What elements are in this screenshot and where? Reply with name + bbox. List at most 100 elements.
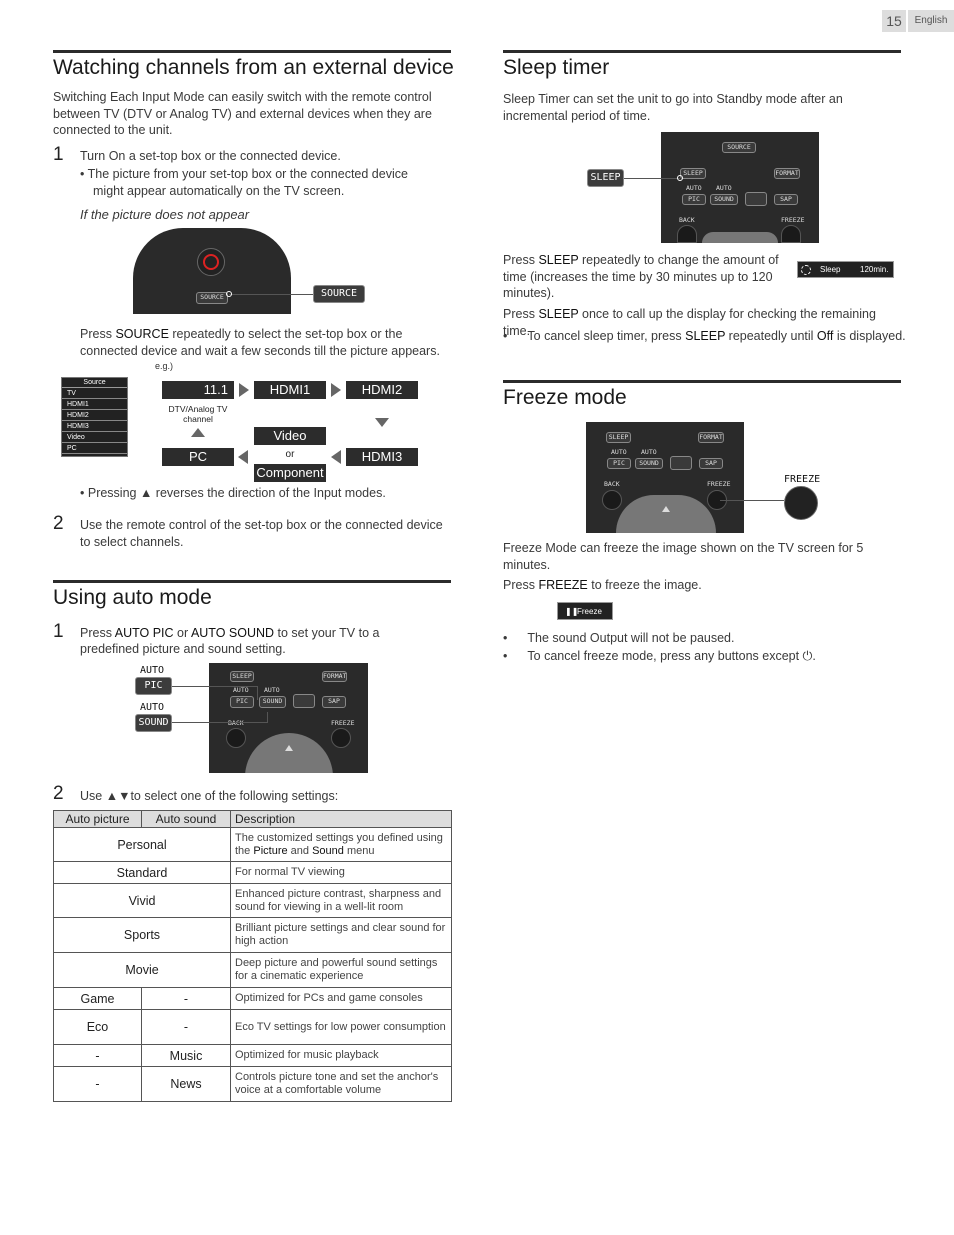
sound-callout: SOUND (135, 714, 172, 732)
remote-freeze-button (781, 225, 801, 243)
flow-component: Component (254, 464, 326, 482)
remote-pic-button: PIC (230, 696, 254, 708)
description-cell: The customized settings you defined usin… (230, 827, 452, 862)
remote-auto-label: AUTO (641, 448, 657, 456)
pause-icon: ❚❚ (565, 607, 579, 616)
description-text: and (287, 844, 313, 857)
flow-arrow (191, 428, 205, 437)
remote-format-button: FORMAT (774, 168, 800, 179)
callout-line (172, 722, 267, 723)
remote-auto-label: AUTO (233, 686, 249, 694)
auto-picture-cell: - (53, 1044, 142, 1067)
step1-bullet-cont: might appear automatically on the TV scr… (93, 184, 345, 198)
flow-or: or (285, 449, 295, 460)
auto-picture-cell: Eco (53, 1009, 142, 1045)
remote-sound-button: SOUND (710, 194, 738, 205)
source-menu-item: PC (62, 443, 127, 454)
press-source-text: Press SOURCE repeatedly to select the se… (80, 327, 403, 341)
sleep-osd: Sleep 120min. (797, 261, 894, 278)
remote-sap-button: SAP (322, 696, 346, 708)
remote-blank-button (670, 456, 692, 470)
key-auto-sound: AUTO SOUND (190, 626, 275, 640)
remote-sleep-button: SLEEP (230, 671, 254, 682)
key-sleep: SLEEP (538, 253, 579, 267)
table-header: Auto picture (53, 810, 142, 828)
freeze-bullet: •The sound Output will not be paused. (503, 631, 735, 645)
description-cell: For normal TV viewing (230, 861, 452, 884)
dpad-up-icon (285, 745, 293, 751)
key-auto-pic: AUTO PIC (114, 626, 174, 640)
power-icon (203, 254, 219, 270)
auto-step1-text-2: predefined picture and sound setting. (80, 642, 286, 656)
flow-arrow (331, 383, 341, 397)
eg-label: e.g.) (155, 361, 174, 371)
remote-pic-button: PIC (607, 458, 631, 469)
flow-hdmi1: HDMI1 (254, 381, 326, 399)
section-rule (503, 380, 901, 383)
step1-text: Turn On a set-top box or the connected d… (80, 149, 341, 163)
remote-auto-label: AUTO (264, 686, 280, 694)
remote-format-button: FORMAT (698, 432, 724, 443)
flow-arrow-left (238, 450, 248, 464)
source-menu-item: TV (62, 388, 127, 399)
remote-blank-button (745, 192, 767, 206)
description-cell: Enhanced picture contrast, sharpness and… (230, 883, 452, 918)
menu-keyword: Sound (312, 844, 344, 857)
sleep-osd-label: Sleep (820, 265, 841, 274)
freeze-intro: Freeze Mode can freeze the image shown o… (503, 541, 864, 572)
section-rule (53, 580, 451, 583)
callout-line (257, 686, 258, 700)
freeze-osd: ❚❚ Freeze (557, 602, 613, 620)
remote-dpad (616, 495, 716, 533)
pic-callout: PIC (135, 677, 172, 695)
auto-step2-text: Use ▲▼to select one of the following set… (80, 789, 339, 803)
callout-auto-label: AUTO (140, 665, 165, 676)
freeze-bullet: •To cancel freeze mode, press any button… (503, 649, 816, 663)
section-title-freeze: Freeze mode (503, 386, 627, 409)
callout-dot (677, 175, 683, 181)
remote-freeze-label: FREEZE (707, 480, 731, 488)
table-header: Description (230, 810, 452, 828)
remote-blank-button (293, 694, 315, 708)
step2-text: Use the remote control of the set-top bo… (80, 518, 443, 549)
auto-sound-cell: - (141, 1009, 231, 1045)
remote-back-button (226, 728, 246, 748)
description-cell: Optimized for music playback (230, 1044, 452, 1067)
section-rule (503, 50, 901, 53)
source-remote-button: SOURCE (196, 292, 228, 304)
flow-arrow (375, 418, 389, 427)
description-cell: Eco TV settings for low power consumptio… (230, 1009, 452, 1045)
remote-sleep-button: SLEEP (680, 168, 706, 179)
remote-auto-label: AUTO (716, 184, 732, 192)
table-row: Eco-Eco TV settings for low power consum… (53, 1009, 452, 1045)
callout-line (172, 686, 257, 687)
sleep-bullet: •To cancel sleep timer, press SLEEP repe… (503, 329, 906, 343)
remote-format-button: FORMAT (322, 671, 347, 682)
language-tab: English (908, 10, 954, 32)
auto-picture-cell: Sports (53, 917, 231, 953)
source-menu-title: Source (62, 378, 127, 388)
remote-freeze-button (331, 728, 351, 748)
sleep-para1: Press SLEEP repeatedly to change the amo… (503, 253, 779, 300)
source-menu-item: HDMI2 (62, 410, 127, 421)
flow-hdmi3: HDMI3 (346, 448, 418, 466)
remote-sound-button: SOUND (259, 696, 286, 708)
callout-line (720, 500, 784, 501)
remote-auto-label: AUTO (686, 184, 702, 192)
freeze-press: Press FREEZE to freeze the image. (503, 578, 702, 592)
auto-sound-cell: Music (141, 1044, 231, 1067)
auto-step1-text: Press AUTO PIC or AUTO SOUND to set your… (80, 626, 380, 640)
flow-arrow-left (331, 450, 341, 464)
callout-line (624, 178, 680, 179)
section-title-auto: Using auto mode (53, 586, 212, 609)
auto-picture-cell: Standard (53, 861, 231, 884)
remote-sound-button: SOUND (635, 458, 663, 469)
freeze-osd-label: Freeze (577, 607, 602, 616)
freeze-callout-label: FREEZE (784, 474, 821, 485)
